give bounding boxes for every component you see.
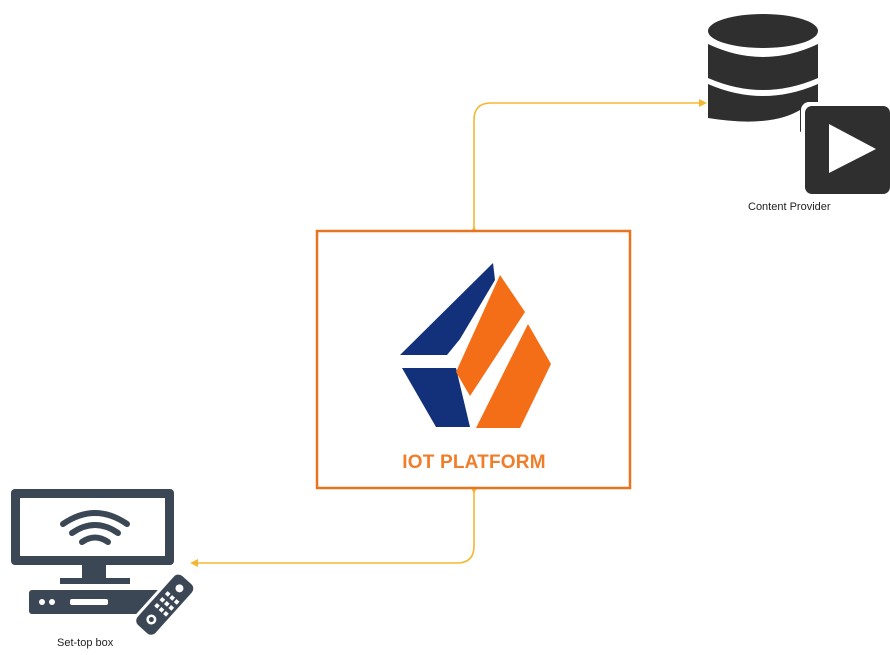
set-top-box-label: Set-top box [57, 637, 114, 649]
play-icon [801, 102, 890, 196]
set-top-box-icon [29, 590, 161, 614]
platform-logo-icon [400, 263, 551, 428]
connector-platform-provider [470, 99, 707, 234]
tv-wifi-icon [11, 489, 174, 584]
iot-platform-label: IOT PLATFORM [402, 452, 546, 473]
content-provider-label: Content Provider [748, 201, 831, 213]
database-icon [708, 14, 818, 132]
connector-platform-settop [190, 486, 478, 567]
remote-control-icon [132, 571, 197, 639]
